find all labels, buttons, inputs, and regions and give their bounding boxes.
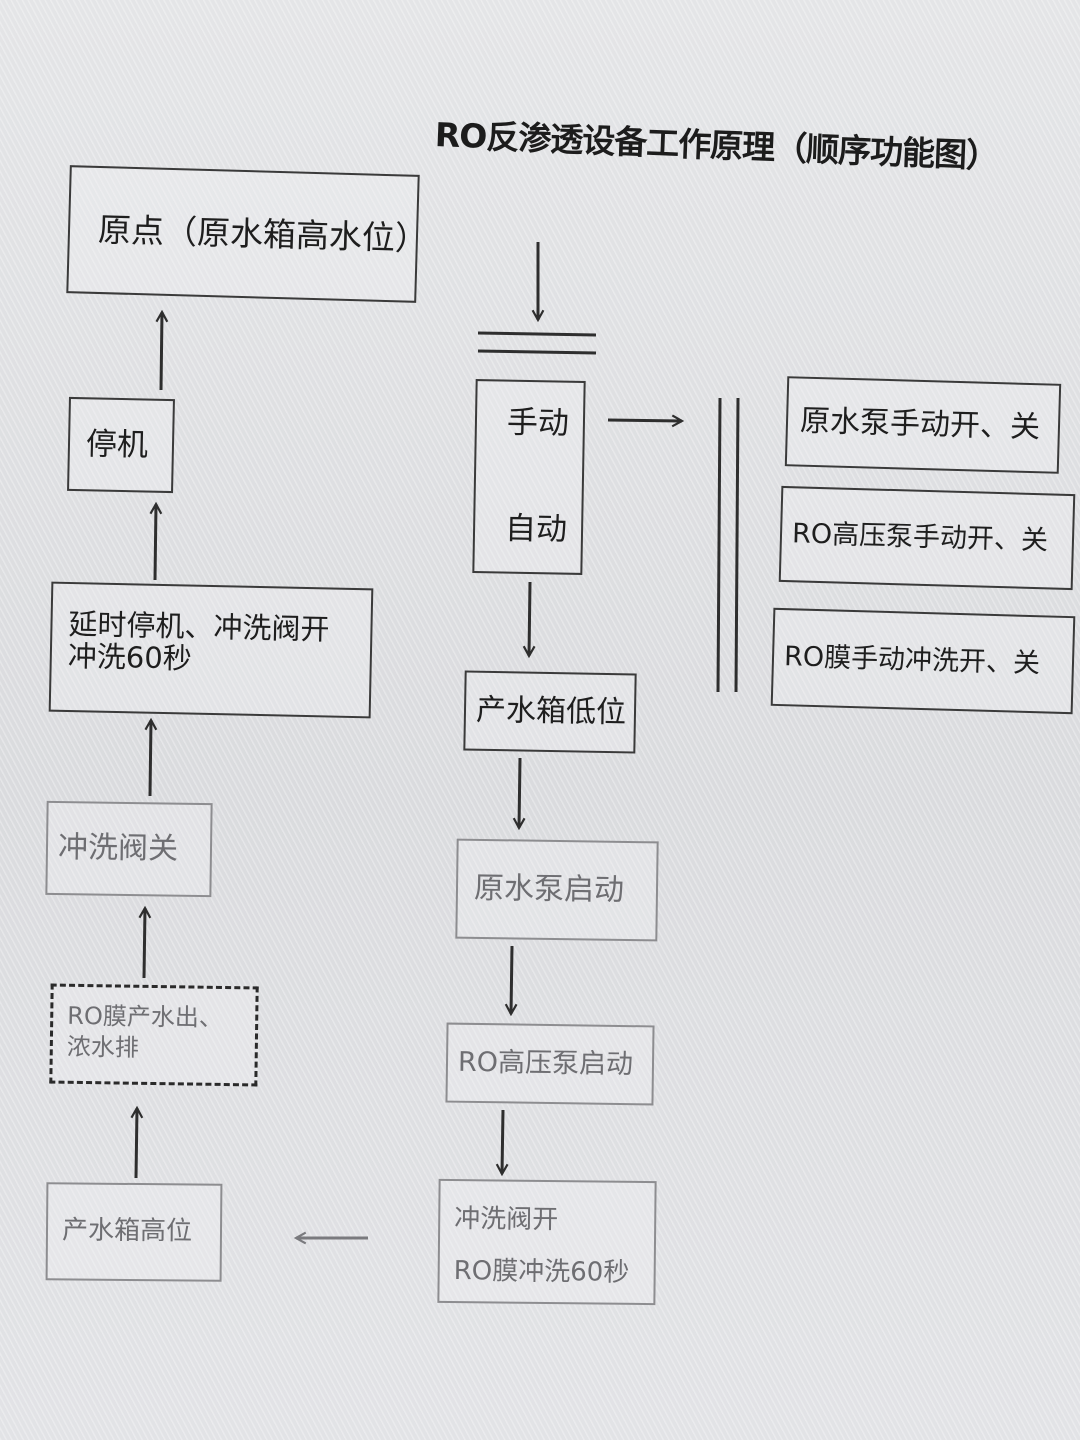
- arrow-auto-to-tank-low: [529, 581, 530, 656]
- parallel-bar-right: [734, 397, 740, 693]
- arrow-flush-close-to-delay-stop: [150, 720, 151, 797]
- arrow-ro-output-to-flush-close: [144, 908, 145, 979]
- arrow-manual-branch: [607, 420, 682, 421]
- parallel-bar-left: [716, 397, 722, 693]
- arrow-tank-high-to-ro-output: [136, 1108, 137, 1179]
- arrow-stop-to-origin: [161, 312, 162, 391]
- arrow-raw-pump-to-hp-pump: [511, 945, 512, 1014]
- step-bar-upper: [477, 331, 597, 337]
- arrow-tank-low-to-raw-pump: [519, 757, 520, 828]
- step-bar-lower: [477, 349, 597, 355]
- arrow-delay-stop-to-stop: [155, 504, 156, 581]
- arrow-hp-pump-to-flush-open: [502, 1109, 503, 1174]
